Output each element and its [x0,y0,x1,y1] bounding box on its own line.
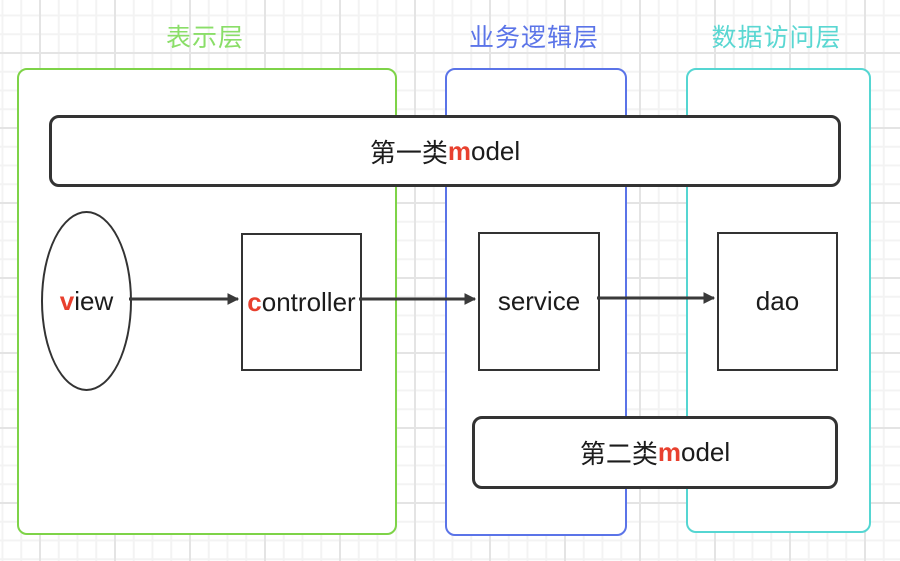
node-dao: dao [717,232,838,371]
node-service: service [478,232,600,371]
node-model-type1-prefix: 第一类 [369,137,448,168]
node-view-highlight: v [59,285,75,316]
node-model-type2-prefix: 第二类 [579,439,658,469]
node-dao-label: dao [755,286,800,316]
node-model-type2-rest: odel [680,437,731,467]
node-view-rest: iew [74,285,114,316]
node-controller-rest: ontroller [261,286,356,317]
node-service-label: service [497,286,581,316]
node-model-type1-highlight: m [447,135,471,166]
node-model-type1-rest: odel [470,135,521,166]
layer-title-presentation: 表示层 [165,24,244,52]
layer-title-data-access: 数据访问层 [711,24,842,52]
node-controller-highlight: c [247,286,262,317]
layer-title-business: 业务逻辑层 [468,24,599,52]
node-model-type2-highlight: m [657,437,681,467]
